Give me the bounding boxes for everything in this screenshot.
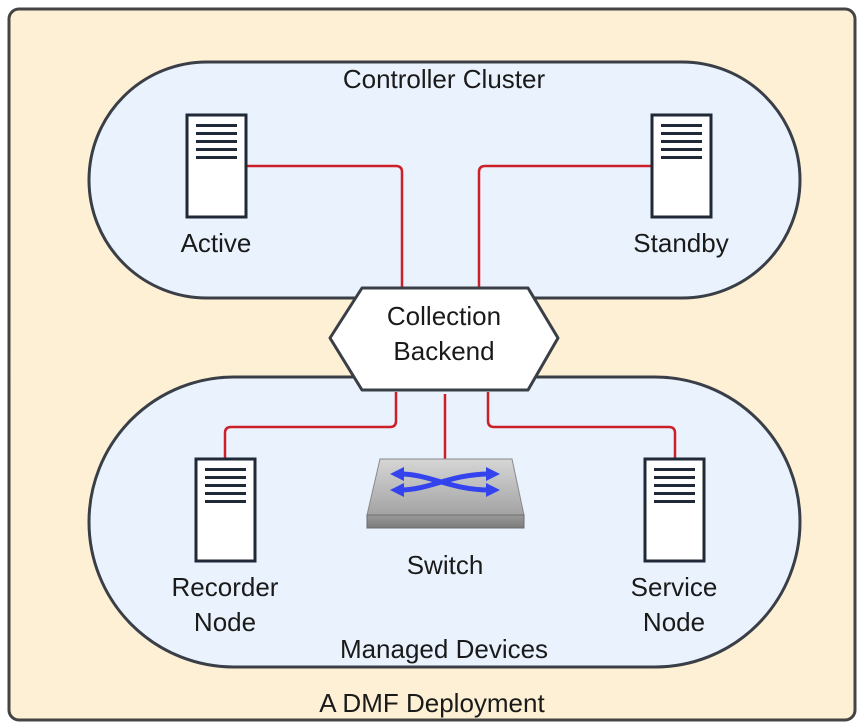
switch-icon xyxy=(366,458,525,529)
managed-devices-title: Managed Devices xyxy=(339,634,549,664)
collection-backend-line2: Backend xyxy=(393,336,495,366)
service-node-server-icon xyxy=(643,457,706,563)
service-node-label-line1: Service xyxy=(630,572,718,602)
link-standby-backend xyxy=(477,164,652,290)
link-active-backend xyxy=(247,164,404,290)
recorder-node-server-icon xyxy=(194,457,257,563)
link-backend-service xyxy=(486,392,677,459)
active-label: Active xyxy=(180,228,252,258)
controller-cluster-title: Controller Cluster xyxy=(342,64,546,94)
recorder-node-label-line1: Recorder xyxy=(171,572,279,602)
standby-server-icon xyxy=(650,113,713,219)
service-node-label-line2: Node xyxy=(642,607,706,637)
link-backend-recorder xyxy=(223,392,398,459)
switch-label: Switch xyxy=(406,550,484,580)
active-server-icon xyxy=(185,113,248,219)
deployment-title: A DMF Deployment xyxy=(319,688,545,718)
recorder-node-label-line2: Node xyxy=(193,607,257,637)
standby-label: Standby xyxy=(633,228,729,258)
collection-backend-shape xyxy=(328,286,560,392)
collection-backend-line1: Collection xyxy=(386,301,502,331)
